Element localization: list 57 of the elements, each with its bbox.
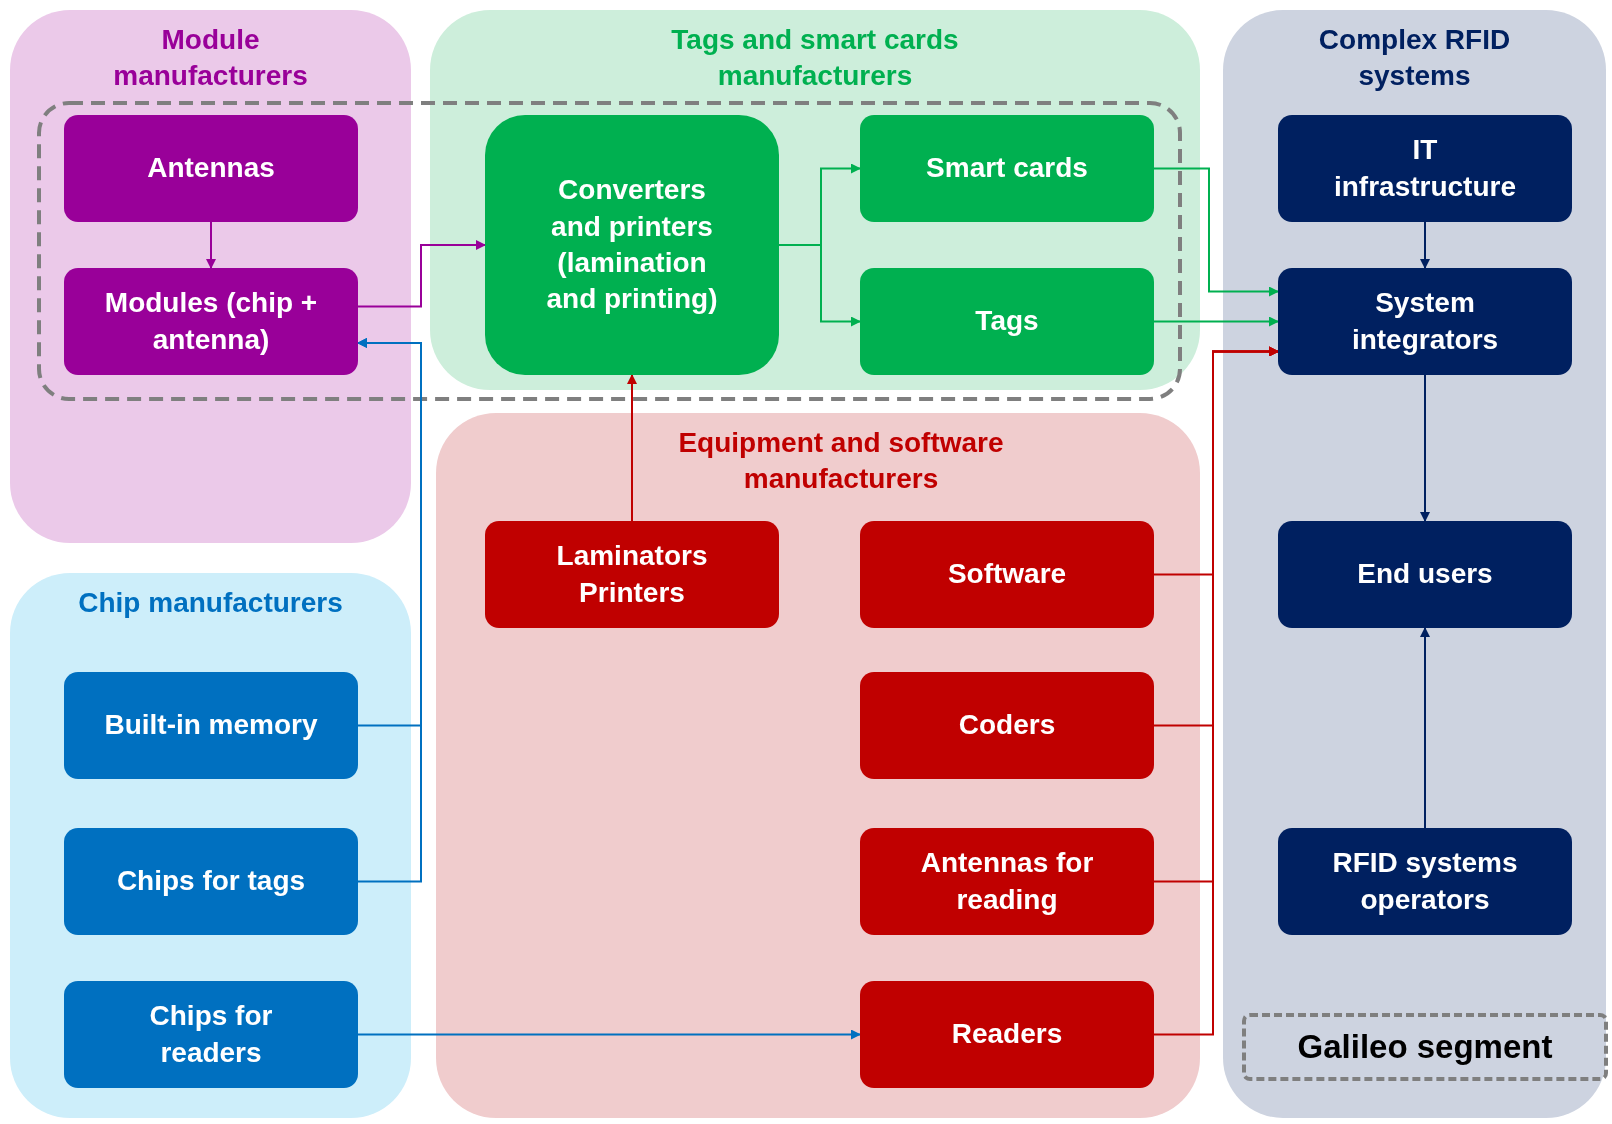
box-label: Antennas (147, 151, 275, 186)
process-box (860, 268, 1154, 375)
process-box (64, 115, 358, 222)
arrow (1420, 627, 1430, 829)
box-label: Antennas for reading (919, 846, 1095, 917)
process-box (64, 672, 358, 779)
box-label: System integrators (1350, 286, 1500, 357)
box-label: Smart cards (926, 151, 1088, 186)
process-box (64, 828, 358, 935)
process-box (485, 521, 779, 628)
box-label: Laminators Printers (555, 539, 709, 610)
box-label: Readers (951, 1017, 1063, 1052)
group-panel (430, 10, 1200, 390)
box-label: Converters and printers (lamination and printing) (545, 173, 719, 317)
arrow (1153, 346, 1279, 1036)
process-box (1278, 268, 1572, 375)
panel-title: Equipment and software manufacturers (677, 426, 1005, 497)
process-box (1278, 521, 1572, 628)
panel-title: Complex RFID systems (1317, 23, 1512, 94)
box-label: Modules (chip + antenna) (103, 286, 319, 357)
process-box (860, 115, 1154, 222)
arrow (627, 374, 637, 522)
group-panel (436, 413, 1200, 1118)
process-box (860, 981, 1154, 1088)
process-box (1278, 115, 1572, 222)
arrow (1153, 167, 1279, 297)
process-box (860, 521, 1154, 628)
arrow (1153, 316, 1279, 327)
box-label: RFID systems operators (1331, 846, 1519, 917)
arrow (357, 337, 422, 883)
process-box (64, 268, 358, 375)
process-box (860, 828, 1154, 935)
box-label: Chips for readers (148, 999, 274, 1070)
legend-label: Galileo segment (1297, 1028, 1553, 1066)
box-label: Software (947, 557, 1067, 592)
group-panel (10, 573, 411, 1118)
panel-title: Module manufacturers (112, 23, 309, 94)
box-label: Tags (975, 304, 1039, 339)
box-label: Coders (958, 708, 1056, 743)
box-label: Chips for tags (116, 864, 306, 899)
arrow (1420, 221, 1430, 269)
arrow (206, 221, 216, 269)
group-panel (1223, 10, 1606, 1118)
box-label: End users (1357, 557, 1493, 592)
arrow (778, 244, 861, 327)
process-box (64, 981, 358, 1088)
panel-title: Tags and smart cards manufacturers (670, 23, 960, 94)
process-box (485, 115, 779, 375)
arrow (357, 240, 486, 308)
arrow (357, 1029, 861, 1040)
box-label: Built-in memory (104, 708, 318, 743)
group-panel (10, 10, 411, 543)
process-box (860, 672, 1154, 779)
box-label: IT infrastructure (1332, 133, 1517, 204)
panel-title: Chip manufacturers (78, 586, 343, 620)
process-box (1278, 828, 1572, 935)
arrow (1420, 374, 1430, 522)
